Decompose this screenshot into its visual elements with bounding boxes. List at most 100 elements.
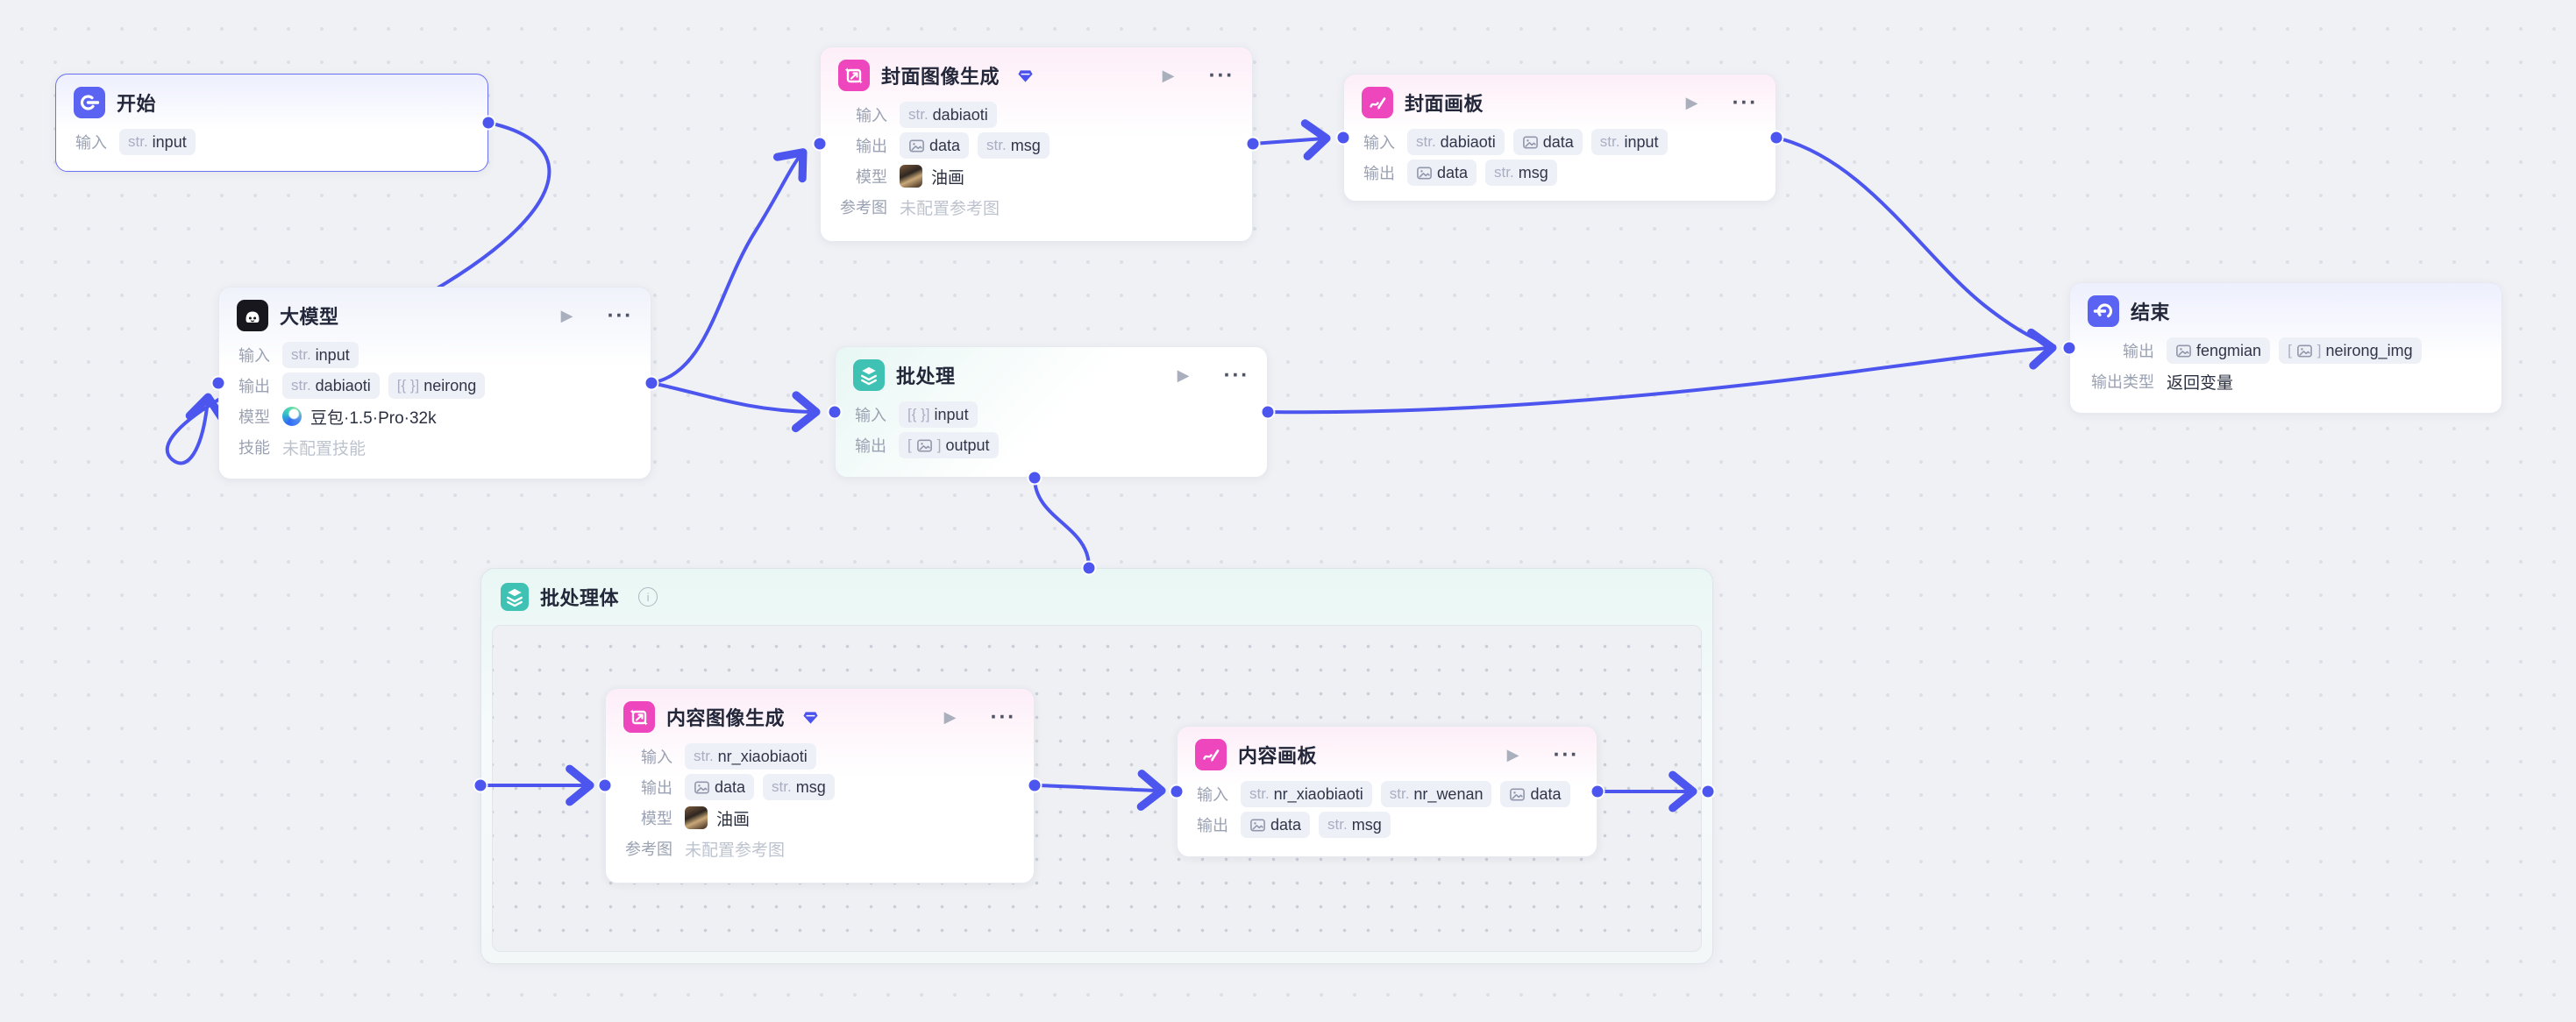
port-cover-board-out[interactable] (1770, 131, 1783, 144)
run-node-button[interactable]: ▶ (1177, 366, 1190, 384)
wire-llm-to-cover-gen[interactable] (650, 148, 808, 385)
row-label: 输出 (2123, 343, 2154, 360)
param-tag: data (685, 774, 755, 800)
wire-content-gen-to-content-board[interactable] (1033, 770, 1166, 811)
more-options-button[interactable]: ··· (990, 704, 1016, 729)
row-content: str.input (119, 129, 196, 155)
run-node-button[interactable]: ▶ (943, 708, 957, 726)
wire-batch-to-batch-body[interactable] (1033, 476, 1091, 569)
row-content: 油画 (900, 165, 964, 188)
port-body-in[interactable] (474, 779, 487, 791)
row-label: 输出 (238, 378, 270, 395)
port-llm-out[interactable] (645, 377, 658, 389)
param-tag: data (1512, 129, 1583, 155)
wire-cover-board-to-end[interactable] (1775, 136, 2056, 348)
port-cover-gen-out[interactable] (1247, 138, 1259, 150)
port-content-board-out[interactable] (1591, 785, 1604, 798)
port-body-out[interactable] (1702, 785, 1714, 798)
param-tag: str.dabiaoti (900, 102, 997, 128)
node-row: 参考图未配置参考图 (623, 835, 1016, 862)
row-value: 油画 (931, 168, 965, 188)
node-row: 输出类型返回变量 (2088, 368, 2484, 394)
port-batch-in[interactable] (829, 406, 841, 418)
wire-cover-gen-to-cover-board[interactable] (1251, 119, 1331, 160)
wire-llm-to-batch[interactable] (650, 381, 821, 433)
port-llm-in[interactable] (212, 377, 224, 389)
port-batch-out[interactable] (1262, 406, 1274, 418)
param-tag: [{ }]neirong (388, 373, 486, 399)
port-content-gen-in[interactable] (599, 779, 611, 791)
wire-batch-to-end[interactable] (1266, 328, 2057, 415)
port-end-in[interactable] (2063, 342, 2075, 354)
port-batch-body-link-top[interactable] (1028, 472, 1041, 484)
doubao-model-icon (282, 407, 302, 426)
node-row: 输出[]output (853, 432, 1249, 458)
port-content-board-in[interactable] (1171, 785, 1183, 798)
port-start-out[interactable] (482, 117, 495, 129)
gem-badge-icon (802, 709, 819, 726)
param-name: nr_xiaobiaoti (717, 747, 808, 765)
info-icon[interactable]: i (638, 587, 658, 607)
end-icon (2088, 295, 2119, 327)
oil-painting-style-thumbnail (900, 165, 922, 188)
more-options-button[interactable]: ··· (1208, 62, 1235, 88)
row-label: 输出 (855, 437, 886, 455)
run-node-button[interactable]: ▶ (560, 307, 573, 324)
param-name: dabiaoti (932, 105, 988, 124)
node-title: 封面画板 (1405, 93, 1484, 115)
node-row: 输出 fengmian[]neirong_img (2088, 337, 2484, 364)
param-name: msg (1351, 815, 1382, 834)
more-options-button[interactable]: ··· (1732, 89, 1758, 115)
param-tag: str.input (282, 342, 359, 368)
param-name: fengmian (2196, 341, 2262, 359)
run-node-button[interactable]: ▶ (1685, 94, 1698, 111)
more-options-button[interactable]: ··· (1553, 742, 1579, 767)
node-start[interactable]: 开始 输入 str.input (55, 74, 488, 172)
more-options-button[interactable]: ··· (1223, 362, 1249, 387)
param-tag: str.nr_xiaobiaoti (685, 743, 816, 770)
row-content: str.input (282, 342, 359, 368)
node-row: 输入[{ }]input (853, 401, 1249, 428)
param-tag: str.input (1590, 129, 1668, 155)
group-title: 批处理体 (540, 587, 620, 609)
run-node-button[interactable]: ▶ (1506, 746, 1519, 763)
row-label: 输出 (856, 138, 887, 155)
param-name: input (1624, 132, 1659, 151)
row-content: fengmian[]neirong_img (2167, 337, 2422, 364)
llm-doubao-icon (237, 300, 268, 331)
node-title: 大模型 (280, 306, 339, 328)
row-value: 油画 (716, 810, 751, 829)
row-content: 豆包·1.5·Pro·32k (282, 405, 437, 429)
param-name: msg (795, 777, 826, 796)
node-title: 开始 (117, 93, 157, 115)
more-options-button[interactable]: ··· (607, 302, 633, 328)
run-node-button[interactable]: ▶ (1162, 67, 1175, 84)
param-tag: data (1241, 812, 1311, 838)
port-batch-body-link-bottom[interactable] (1083, 562, 1095, 574)
row-label: 输入 (641, 749, 672, 766)
param-tag: str.msg (1485, 160, 1557, 186)
row-content: [{ }]input (899, 401, 978, 428)
row-value: 豆包·1.5·Pro·32k (310, 408, 437, 428)
param-name: neirong_img (2325, 341, 2413, 359)
row-label: 输入 (856, 107, 887, 124)
row-placeholder: 未配置技能 (282, 439, 366, 458)
port-cover-board-in[interactable] (1337, 131, 1349, 144)
row-label: 输入 (75, 134, 107, 152)
port-cover-gen-in[interactable] (814, 138, 826, 150)
port-content-gen-out[interactable] (1028, 779, 1041, 791)
node-row: 输入 str.dabiaoti (838, 102, 1235, 128)
board-pen-icon (1195, 739, 1227, 770)
